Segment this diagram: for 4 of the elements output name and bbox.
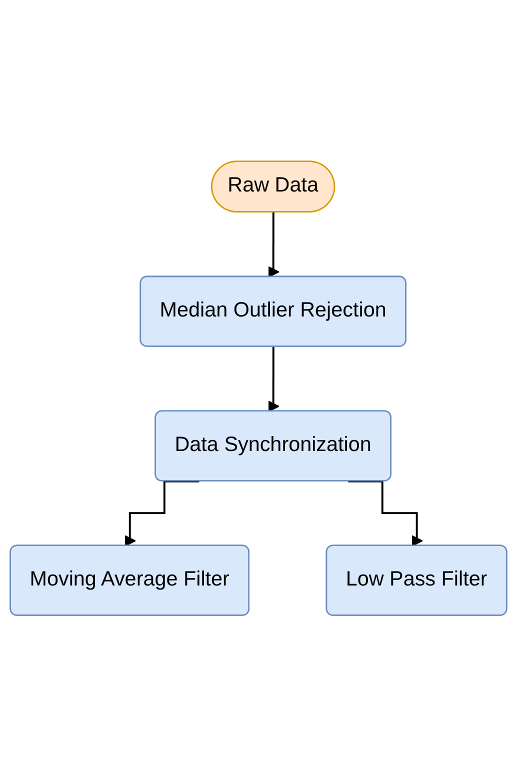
arrow bbox=[124, 480, 200, 546]
arrow bbox=[348, 480, 423, 546]
arrow bbox=[268, 211, 280, 278]
arrow bbox=[268, 346, 280, 412]
